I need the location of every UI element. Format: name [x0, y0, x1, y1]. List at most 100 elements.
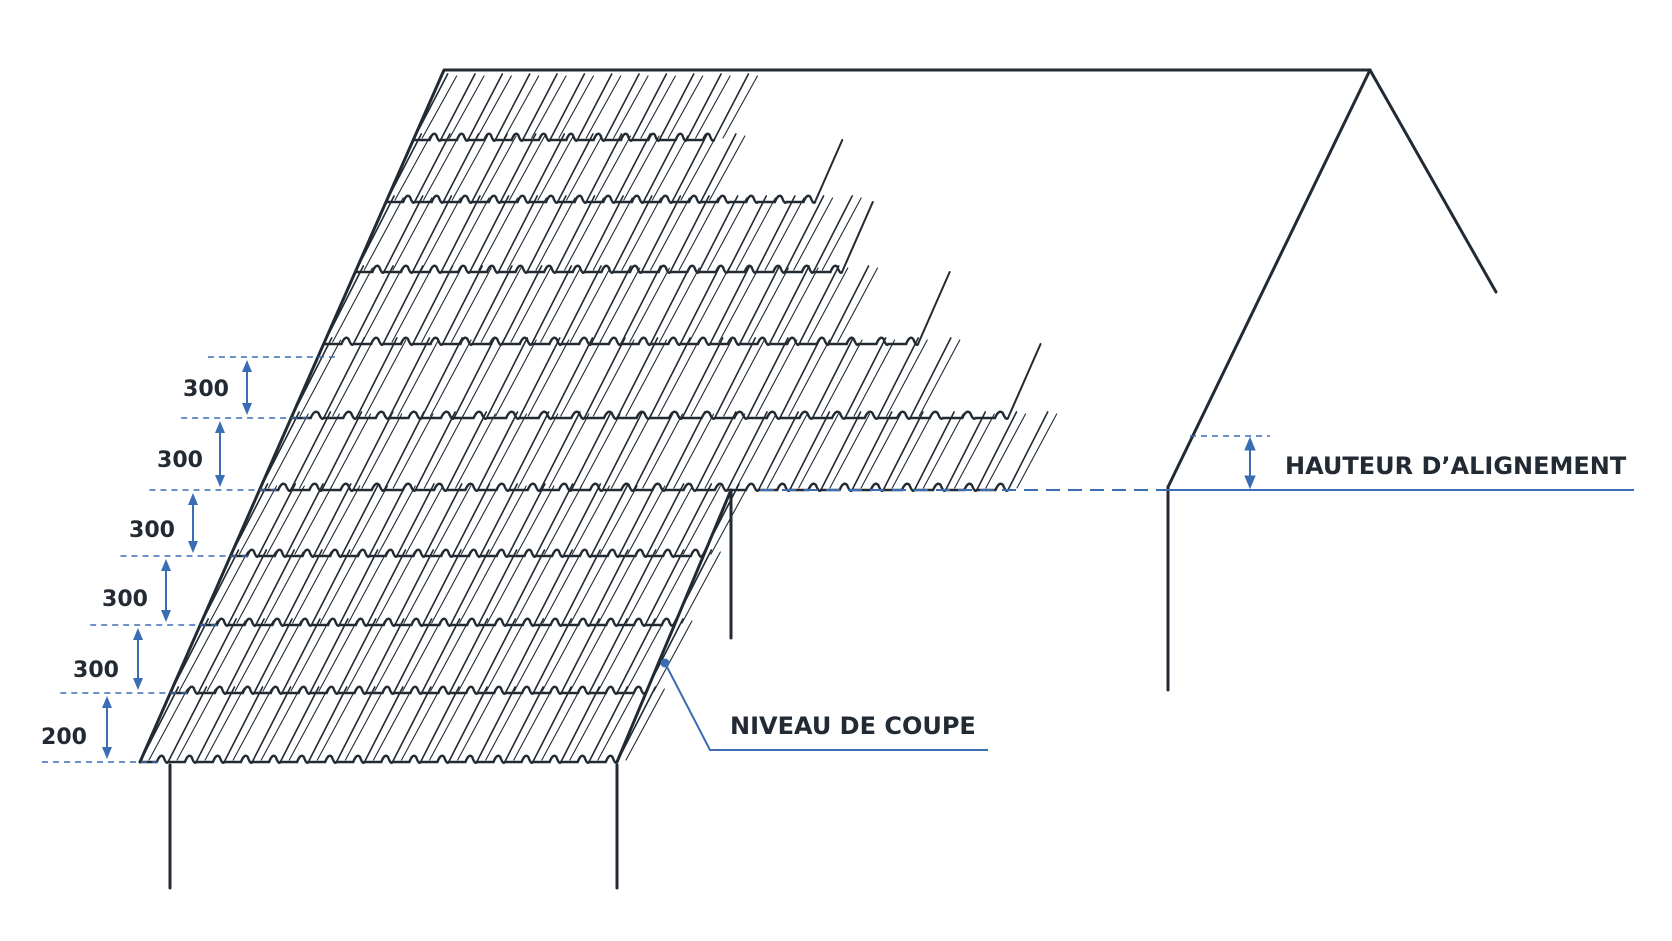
- tile-rib-shadow: [798, 413, 839, 489]
- roof-tiles: [138, 73, 1058, 765]
- tile-rib-shadow: [294, 485, 333, 555]
- tile-rib-shadow: [598, 551, 638, 624]
- tile-rib: [508, 411, 550, 491]
- tile-rib-shadow: [364, 339, 407, 417]
- tile-rib: [851, 411, 893, 491]
- tile-rib: [726, 411, 768, 491]
- tile-rib-shadow: [488, 485, 527, 555]
- tile-rib: [699, 133, 737, 203]
- tile-rib-shadow: [486, 551, 527, 624]
- tile-rib-shadow: [516, 485, 555, 555]
- tile-rib: [588, 618, 628, 694]
- tile-rib-shadow: [429, 688, 469, 761]
- tile-rib-shadow: [372, 688, 413, 761]
- tile-rib-shadow: [346, 620, 386, 692]
- tile-course: [229, 548, 704, 559]
- tile-rib: [844, 337, 887, 419]
- tile-rib-shadow: [569, 620, 609, 692]
- tile-rib: [258, 411, 300, 491]
- tile-rib-shadow: [423, 413, 465, 489]
- dimension-arrow-head-up: [215, 421, 225, 433]
- tile-rib-shadow: [611, 413, 652, 489]
- tile-rib-shadow: [710, 485, 749, 555]
- tile-rib: [612, 195, 653, 273]
- tile-rib: [195, 686, 236, 763]
- tile-rib-shadow: [332, 267, 373, 343]
- tile-rib-shadow: [788, 339, 831, 417]
- tile-rib-shadow: [829, 413, 871, 489]
- tile-rib: [560, 686, 601, 763]
- tile-rib-shadow: [480, 135, 517, 201]
- tile-rib: [909, 337, 952, 419]
- tile-rib-shadow: [344, 688, 385, 761]
- tile-rib-shadow: [922, 413, 964, 489]
- tile-rib: [882, 411, 924, 491]
- tile-rib: [658, 73, 695, 141]
- tile-rib: [312, 483, 352, 557]
- tile-rib: [673, 483, 713, 557]
- tile-rib-shadow: [558, 75, 594, 139]
- tile-rib-shadow: [288, 688, 329, 761]
- tile-rib: [411, 195, 453, 273]
- tile-rib-shadow: [460, 485, 499, 555]
- tile-rib-shadow: [322, 485, 361, 555]
- tile-rib-shadow: [535, 197, 576, 271]
- tile-rib: [451, 483, 491, 557]
- right-roof-slope: [1166, 68, 1372, 489]
- tile-rib: [396, 483, 435, 557]
- tile-rib: [671, 133, 709, 203]
- tile-rib: [310, 549, 351, 626]
- tile-rib-shadow: [290, 620, 330, 692]
- tile-rib: [392, 618, 433, 694]
- tile-rib: [585, 133, 623, 203]
- dimension-arrow-head-down: [102, 747, 112, 759]
- dimension-value: 300: [102, 587, 148, 612]
- tile-rib: [528, 133, 566, 203]
- dimension-arrow-head-up: [102, 696, 112, 708]
- tile-rib: [648, 337, 691, 419]
- tile-rib: [169, 618, 210, 694]
- tile-rib: [556, 133, 594, 203]
- tile-rib: [445, 411, 488, 491]
- tile-rib: [289, 411, 332, 491]
- tile-rib: [479, 483, 518, 557]
- tile-rib-shadow: [430, 620, 470, 692]
- tile-rib-shadow: [564, 197, 605, 271]
- tile-rib: [307, 686, 348, 763]
- tile-rib-shadow: [667, 75, 704, 139]
- dimension-arrow-head-down: [242, 403, 252, 415]
- tile-row: [198, 549, 721, 628]
- tile-rib: [757, 411, 799, 491]
- right-gable: [1368, 68, 1498, 294]
- tile-rib: [583, 337, 626, 419]
- tile-rib-shadow: [793, 197, 834, 271]
- tile-rib: [588, 549, 629, 626]
- tile-rib: [229, 483, 269, 557]
- tile-rib: [590, 265, 632, 345]
- tile-rib: [354, 195, 395, 273]
- tile-rib-shadow: [723, 339, 765, 417]
- tile-rib: [167, 686, 208, 763]
- tile-rib: [617, 483, 657, 557]
- tile-rib-shadow: [485, 620, 525, 692]
- tile-rib: [391, 686, 432, 763]
- tile-rib-shadow: [403, 551, 443, 624]
- tile-rib-shadow: [478, 197, 519, 271]
- tile-rib: [383, 195, 424, 273]
- tile-rib: [449, 549, 490, 626]
- tile-rib: [335, 686, 376, 763]
- tile-rib-shadow: [486, 413, 528, 489]
- tile-rib: [497, 195, 539, 273]
- tile-rib: [382, 265, 424, 345]
- dimension-arrow-head-down: [215, 475, 225, 487]
- tile-rib-shadow: [204, 688, 245, 761]
- tile-rib-shadow: [513, 620, 553, 692]
- tile-rib-shadow: [148, 688, 188, 761]
- tile-course: [412, 132, 716, 143]
- tile-rib: [551, 337, 594, 419]
- tile-rib: [590, 483, 629, 557]
- tile-rib-shadow: [392, 197, 433, 271]
- tile-rib-shadow: [678, 197, 719, 271]
- tile-rib: [560, 618, 600, 694]
- tile-rib: [504, 618, 545, 694]
